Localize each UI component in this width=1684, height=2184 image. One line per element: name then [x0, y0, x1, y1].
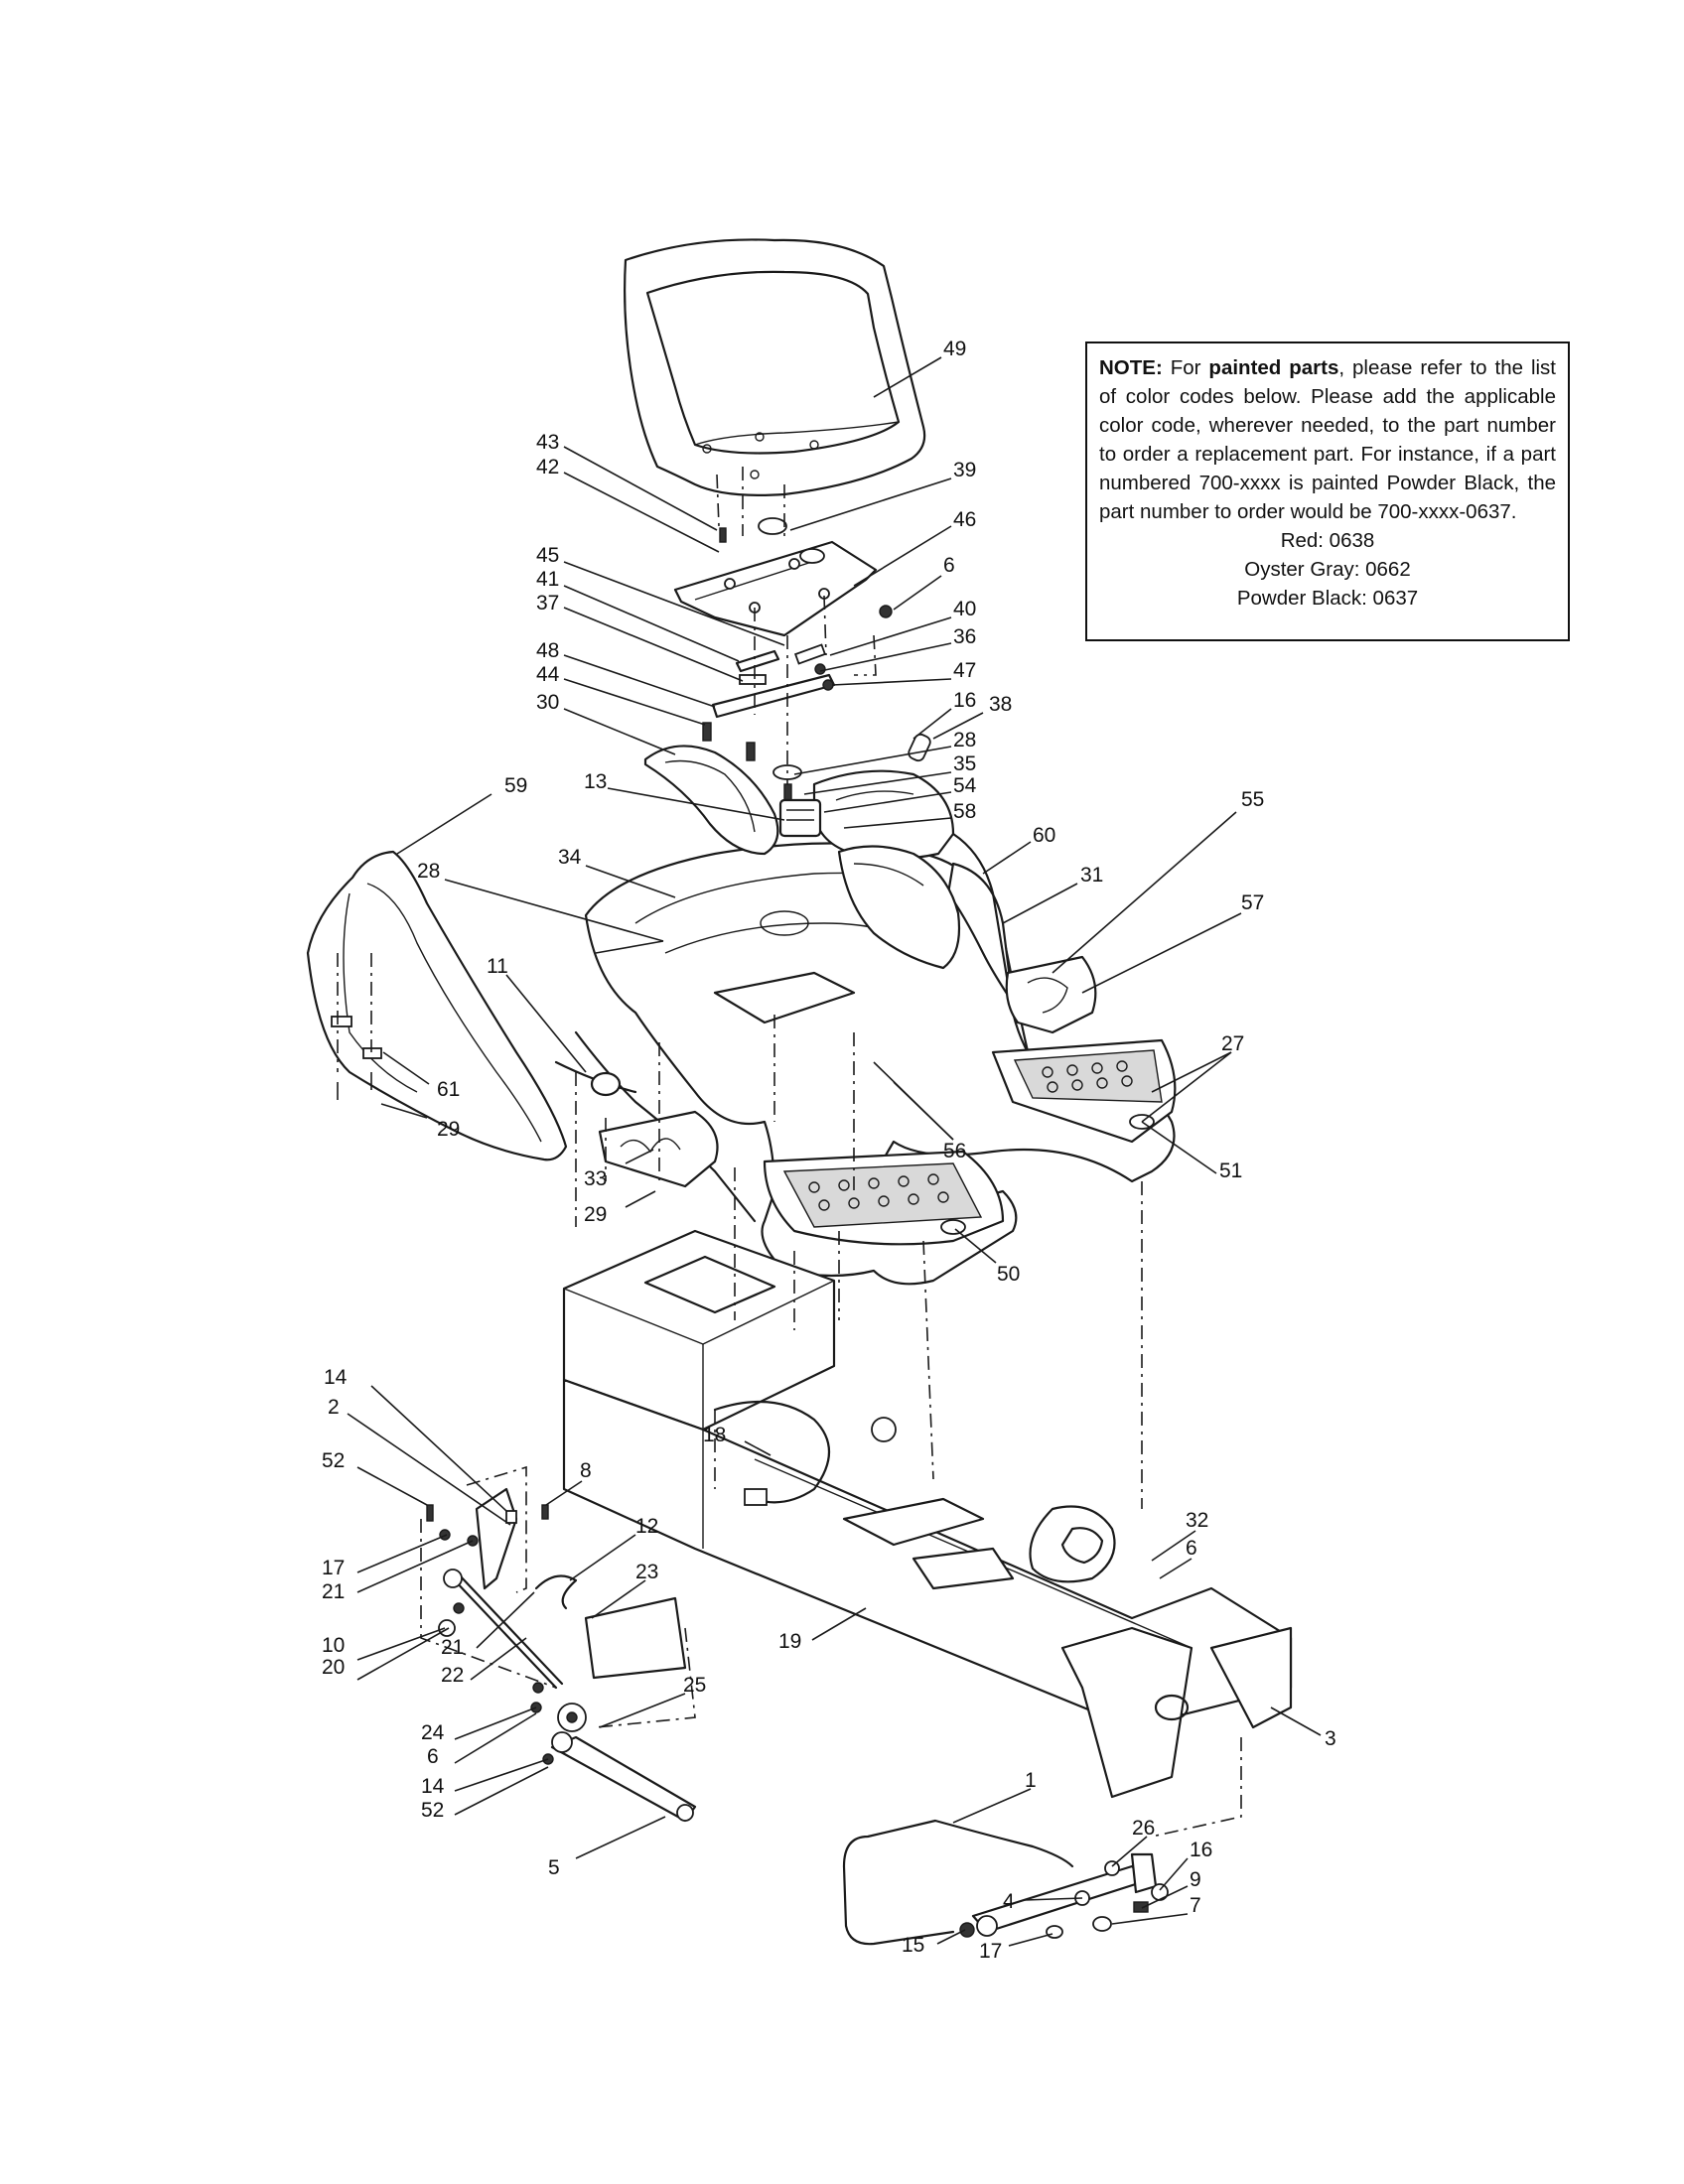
callout-label: 21 [441, 1636, 464, 1659]
callout-label: 47 [953, 659, 976, 682]
callout-label: 13 [584, 770, 607, 793]
dash-console [643, 745, 961, 970]
callout-label: 7 [1190, 1894, 1201, 1917]
rear-hitch [842, 1819, 1169, 1946]
callout-label: 40 [953, 598, 976, 620]
callout-label: 34 [558, 846, 582, 869]
seat-hardware [702, 517, 931, 801]
callout-label: 10 [322, 1634, 345, 1657]
callout-labels: 49 43 42 39 46 6 45 41 37 40 36 48 47 44… [322, 338, 1336, 1963]
callout-label: 38 [989, 693, 1012, 716]
callout-label: 52 [421, 1799, 444, 1822]
callout-label: 6 [1186, 1537, 1197, 1560]
callout-label: 42 [536, 456, 559, 478]
callout-label: 60 [1033, 824, 1055, 847]
callout-label: 14 [324, 1366, 348, 1389]
callout-label: 54 [953, 774, 977, 797]
callout-label: 46 [953, 508, 976, 531]
callout-label: 12 [635, 1515, 658, 1538]
callout-label: 58 [953, 800, 976, 823]
callout-label: 9 [1190, 1868, 1201, 1891]
callout-label: 55 [1241, 788, 1264, 811]
callout-label: 24 [421, 1721, 445, 1744]
callout-label: 29 [437, 1118, 460, 1141]
callout-label: 35 [953, 752, 976, 775]
callout-label: 28 [953, 729, 976, 751]
pad-grid [808, 1060, 1133, 1211]
fender-side [951, 832, 1045, 1074]
note-text-after: , please refer to the list of color code… [1099, 356, 1556, 523]
callout-label: 27 [1221, 1032, 1244, 1055]
note-emphasis: painted parts [1208, 356, 1339, 379]
color-code-oyster-gray: Oyster Gray: 0662 [1244, 558, 1411, 581]
callout-label: 25 [683, 1674, 706, 1697]
callout-label: 11 [487, 955, 508, 978]
footrest-pads [763, 1038, 1177, 1246]
callout-label: 6 [943, 554, 955, 577]
fuel-cap [1005, 955, 1097, 1034]
knob [590, 1071, 622, 1097]
callout-label: 49 [943, 338, 966, 360]
callout-label: 14 [421, 1775, 445, 1798]
hood-side-panel [306, 850, 568, 1161]
note-text-before: For [1162, 356, 1209, 379]
callout-label: 17 [322, 1557, 345, 1579]
callout-label: 18 [703, 1424, 726, 1446]
callout-label: 59 [504, 774, 527, 797]
callout-label: 52 [322, 1449, 345, 1472]
callout-label: 51 [1219, 1160, 1242, 1182]
note-label: NOTE: [1099, 356, 1163, 379]
callout-label: 17 [979, 1940, 1002, 1963]
pedal-linkage [426, 1487, 697, 1823]
seat-pan [673, 540, 878, 637]
callout-label: 44 [536, 663, 560, 686]
callout-label: 21 [322, 1580, 345, 1603]
callout-label: 4 [1003, 1890, 1015, 1913]
callout-label: 6 [427, 1745, 439, 1768]
callout-label: 45 [536, 544, 559, 567]
color-code-powder-black: Powder Black: 0637 [1236, 587, 1419, 610]
callout-label: 16 [1190, 1839, 1212, 1861]
callout-label: 23 [635, 1561, 658, 1583]
frame [562, 1229, 1293, 1799]
painted-parts-note: NOTE: For painted parts, please refer to… [1085, 341, 1570, 641]
callout-label: 57 [1241, 891, 1264, 914]
callout-label: 31 [1080, 864, 1103, 887]
note-paragraph: NOTE: For painted parts, please refer to… [1099, 353, 1556, 526]
callout-label: 8 [580, 1459, 592, 1482]
callout-label: 30 [536, 691, 559, 714]
callout-label: 28 [417, 860, 440, 883]
callout-label: 5 [548, 1856, 560, 1879]
callout-label: 1 [1025, 1769, 1037, 1792]
callout-label: 20 [322, 1656, 345, 1679]
callout-label: 15 [902, 1934, 924, 1957]
callout-label: 33 [584, 1167, 607, 1190]
callout-label: 37 [536, 592, 559, 614]
color-code-red: Red: 0638 [1280, 529, 1375, 552]
callout-label: 61 [437, 1078, 460, 1101]
callout-label: 39 [953, 459, 976, 481]
callout-label: 16 [953, 689, 976, 712]
callout-label: 3 [1325, 1727, 1336, 1750]
callout-label: 41 [536, 568, 559, 591]
seat [624, 238, 926, 496]
callout-label: 48 [536, 639, 559, 662]
callout-label: 36 [953, 625, 976, 648]
callout-label: 26 [1132, 1817, 1155, 1840]
callout-label: 19 [778, 1630, 801, 1653]
callout-label: 22 [441, 1664, 464, 1687]
callout-label: 2 [328, 1396, 340, 1419]
callout-label: 32 [1186, 1509, 1208, 1532]
callout-label: 50 [997, 1263, 1020, 1286]
callout-leaders [347, 356, 1322, 1947]
callout-label: 29 [584, 1203, 607, 1226]
callout-label: 43 [536, 431, 559, 454]
callout-label: 56 [943, 1140, 966, 1162]
